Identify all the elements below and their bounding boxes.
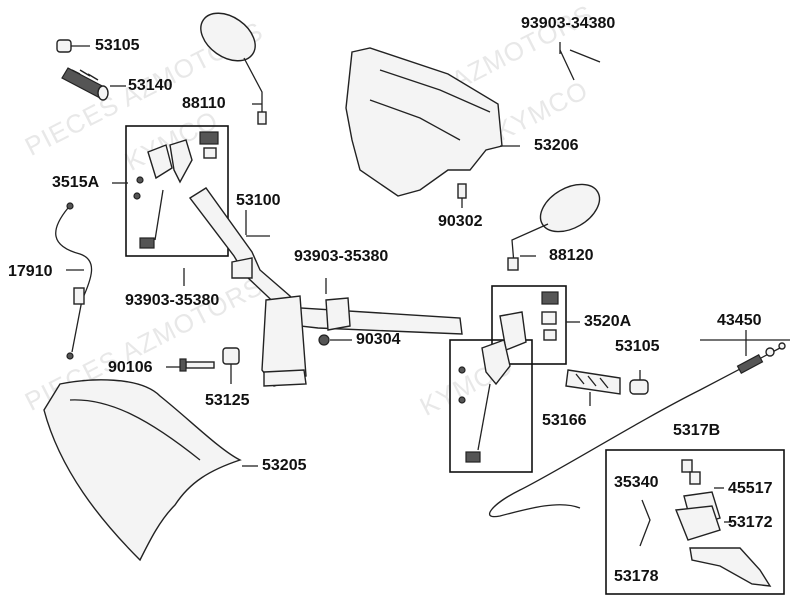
switch-right-group-box-upper	[491, 285, 567, 365]
screw-90302	[457, 183, 467, 208]
part-label-93903-34380: 93903-34380	[521, 15, 616, 32]
part-label-90304: 90304	[356, 331, 401, 348]
part-label-88110: 88110	[182, 95, 226, 112]
part-label-53172: 53172	[728, 514, 773, 531]
left-mirror	[200, 12, 267, 125]
switch-left-group-box	[125, 125, 229, 257]
part-label-53178: 53178	[614, 568, 659, 585]
right-mirror	[507, 183, 601, 271]
brake-cable	[488, 330, 790, 518]
part-label-53140: 53140	[128, 77, 173, 94]
brake-lever-assembly	[639, 459, 772, 587]
part-label-45517: 45517	[728, 480, 773, 497]
part-label-93903-35380-center: 93903-35380	[294, 248, 389, 265]
part-label-53105-right: 53105	[615, 338, 660, 355]
part-label-53100: 53100	[236, 192, 281, 209]
rear-handle-cover	[345, 47, 520, 197]
spacer-53125	[222, 347, 240, 384]
left-grip	[61, 67, 126, 101]
part-label-93903-35380-left: 93903-35380	[125, 292, 220, 309]
part-label-53166: 53166	[542, 412, 587, 429]
part-label-3520a: 3520A	[584, 313, 632, 330]
part-label-43450: 43450	[717, 312, 762, 329]
part-label-53125: 53125	[205, 392, 250, 409]
part-label-5317b: 5317B	[673, 422, 721, 439]
part-label-17910: 17910	[8, 263, 53, 280]
front-handle-cover	[43, 379, 258, 562]
part-label-35340: 35340	[614, 474, 659, 491]
throttle-cable	[55, 202, 93, 360]
part-label-53105-left: 53105	[95, 37, 140, 54]
part-label-53206: 53206	[534, 137, 579, 154]
grip-cap-left	[56, 39, 90, 53]
left-switch-assembly	[112, 131, 219, 249]
part-label-90106: 90106	[108, 359, 153, 376]
right-grip	[565, 369, 621, 406]
handlebar	[188, 187, 463, 387]
grip-cap-right	[629, 370, 649, 395]
part-label-90302: 90302	[438, 213, 483, 230]
right-switch-assembly	[458, 291, 580, 463]
switch-right-group-box-lower	[449, 339, 533, 473]
brake-lever-group-box	[605, 449, 785, 595]
part-label-88120: 88120	[549, 247, 594, 264]
bolt-90106	[166, 358, 215, 372]
part-label-53205: 53205	[262, 457, 307, 474]
screw-93903-34380	[559, 42, 601, 81]
washer-90304	[318, 334, 330, 346]
part-label-3515a: 3515A	[52, 174, 100, 191]
